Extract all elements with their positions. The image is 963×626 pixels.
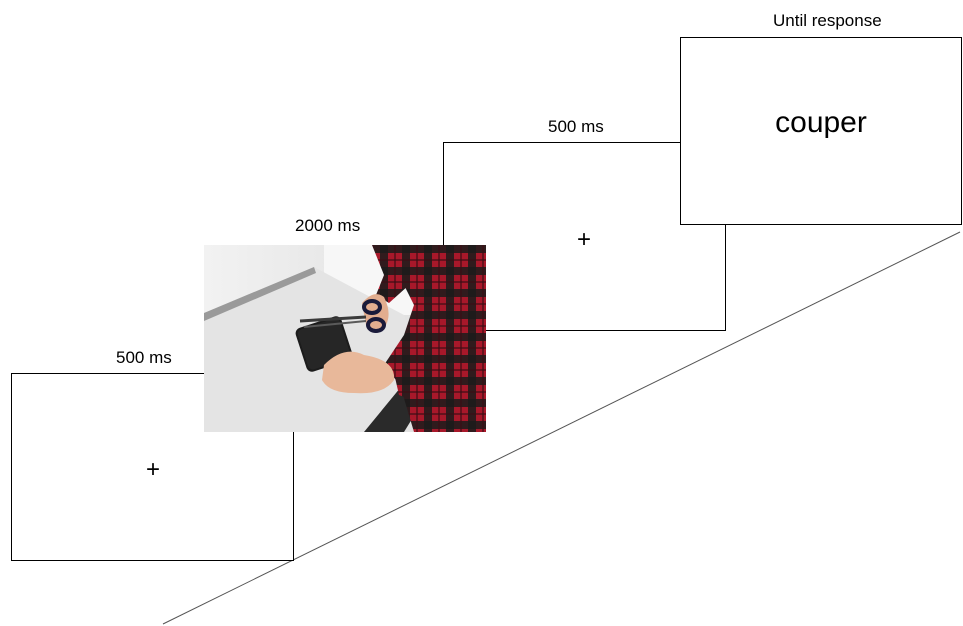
target-word: couper bbox=[775, 106, 867, 139]
frame-3-duration-label: 500 ms bbox=[548, 117, 604, 136]
fixation-cross: + bbox=[576, 226, 592, 253]
person-cutting-phone-photo-illustration bbox=[204, 245, 486, 432]
fixation-cross: + bbox=[145, 456, 161, 483]
frame-2-duration-label: 2000 ms bbox=[295, 216, 361, 235]
frame-4-word-screen: couper bbox=[680, 37, 962, 225]
frame-1-duration-label: 500 ms bbox=[116, 348, 172, 367]
action-photo bbox=[204, 245, 486, 432]
frame-4-duration-label: Until response bbox=[773, 11, 882, 30]
frame-3-fixation-screen: + bbox=[443, 142, 726, 331]
